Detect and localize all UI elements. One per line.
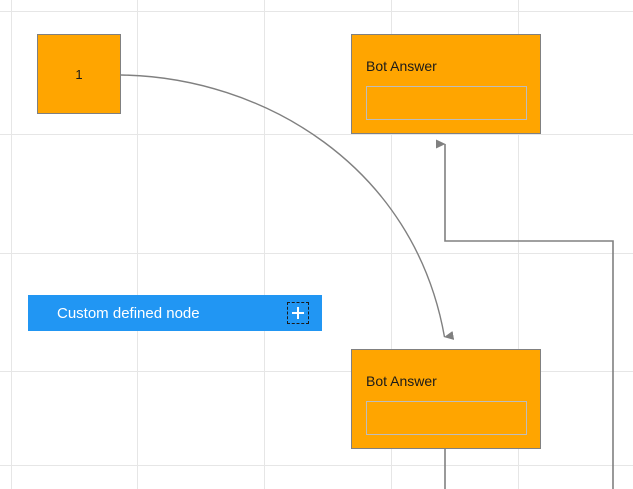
grid-line-vertical [264,0,265,489]
grid-line-horizontal [0,465,633,466]
node-bot-answer-bottom-title: Bot Answer [366,373,437,389]
plus-icon[interactable] [287,302,309,324]
node-bot-answer-bottom-slot[interactable] [366,401,527,435]
grid-line-horizontal [0,253,633,254]
grid-line-horizontal [0,371,633,372]
node-bot-answer-top[interactable]: Bot Answer [351,34,541,134]
custom-defined-node-button[interactable]: Custom defined node [28,295,322,331]
grid-line-vertical [137,0,138,489]
node-bot-answer-top-slot[interactable] [366,86,527,120]
node-start[interactable]: 1 [37,34,121,114]
grid-line-horizontal [0,11,633,12]
grid-line-horizontal [0,134,633,135]
node-bot-answer-bottom[interactable]: Bot Answer [351,349,541,449]
grid-line-vertical [11,0,12,489]
custom-defined-node-label: Custom defined node [57,304,200,322]
node-bot-answer-top-title: Bot Answer [366,58,437,74]
node-start-label: 1 [75,66,83,82]
